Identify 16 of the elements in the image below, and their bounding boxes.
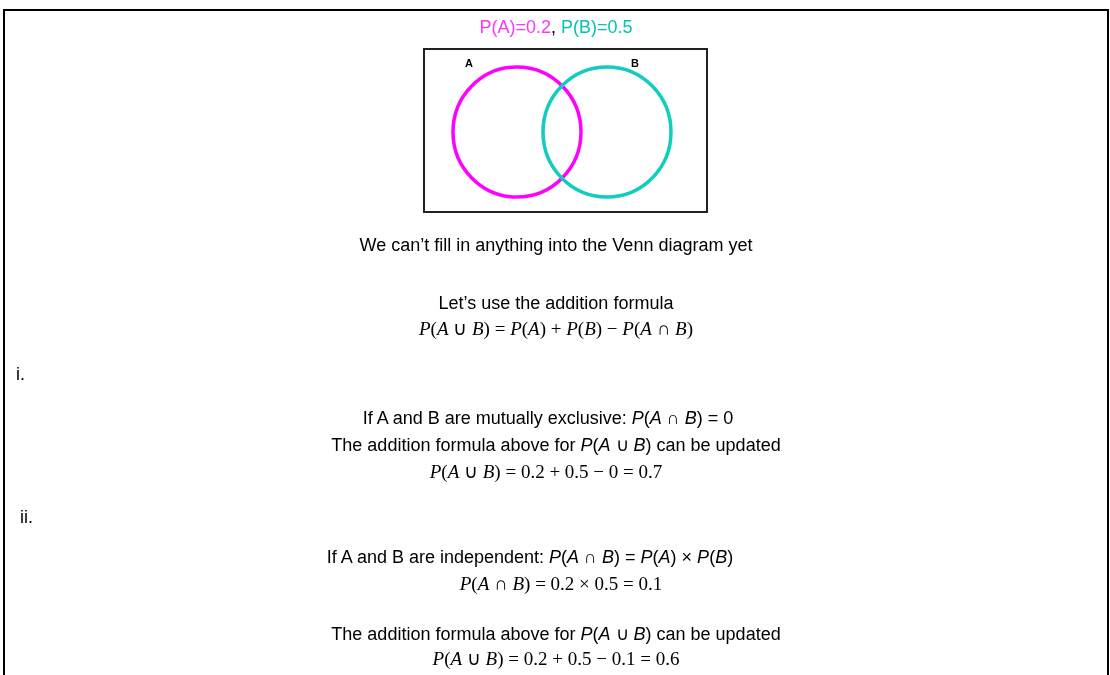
text-line: If A and B are independent: P(A ∩ B) = P(A) × P(B) (326, 546, 734, 568)
part-number: i. (16, 363, 25, 385)
sample-space-rectangle (423, 48, 708, 213)
title: P(A)=0.2, P(B)=0.5 (479, 16, 633, 38)
text-line: We can’t fill in anything into the Venn diagram yet (359, 234, 753, 256)
text-line: Let’s use the addition formula (438, 292, 674, 314)
text-line: If A and B are mutually exclusive: P(A ∩ B) = 0 (362, 407, 734, 429)
formula: P(A ∩ B) = 0.2 × 0.5 = 0.1 (459, 573, 663, 595)
set-label: A (465, 57, 473, 69)
formula: P(A ∪ B) = 0.2 + 0.5 − 0.1 = 0.6 (432, 648, 680, 670)
formula: P(A ∪ B) = P(A) + P(B) − P(A ∩ B) (418, 318, 694, 340)
set-label: B (631, 57, 639, 69)
text-line: The addition formula above for P(A ∪ B) can be updated (331, 623, 781, 645)
text-line: The addition formula above for P(A ∪ B) can be updated (331, 434, 781, 456)
part-number: ii. (20, 506, 33, 528)
formula: P(A ∪ B) = 0.2 + 0.5 − 0 = 0.7 (429, 461, 663, 483)
